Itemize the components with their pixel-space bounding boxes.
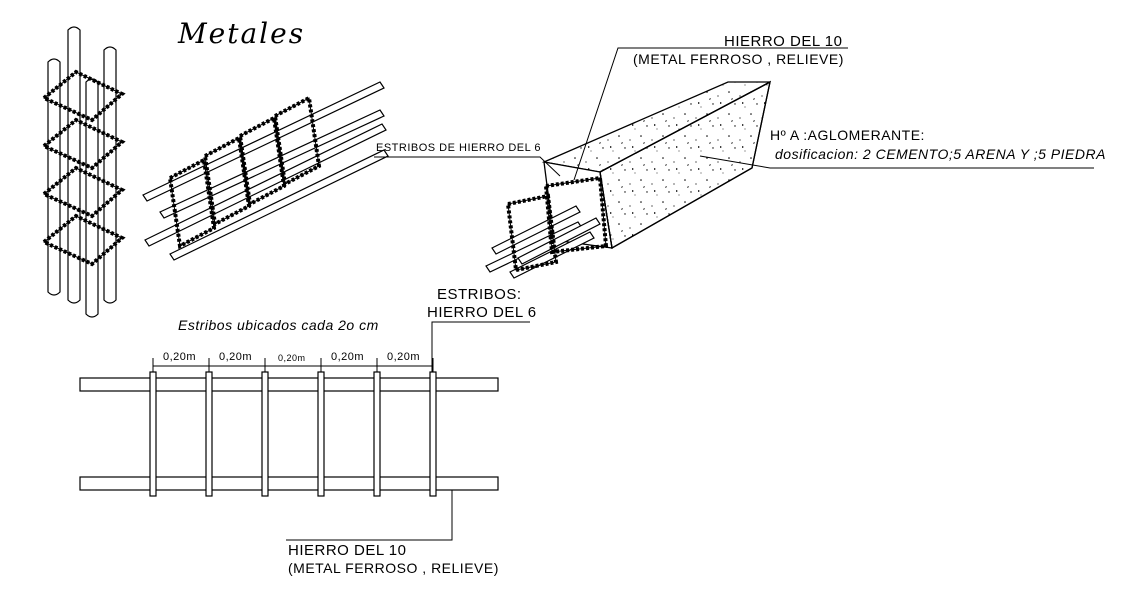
horizontal-rebar-cage [142,81,389,261]
leader-lines [286,47,1094,541]
bottom-callout-line2: (METAL FERROSO , RELIEVE) [288,560,499,576]
plan-view [79,358,499,497]
plan-stirrups-callout-line2: HIERRO DEL 6 [427,304,537,321]
plan-bar-top [79,377,499,392]
spacing-label-1: 0,20m [163,351,197,363]
drawing-title: Metales [178,17,306,50]
plan-stirrups-callout-line1: ESTRIBOS: [437,286,522,303]
column-top-callout-line2: (METAL FERROSO , RELIEVE) [633,51,844,67]
spacing-note: Estribos ubicados cada 2o cm [178,317,379,333]
column-top-callout-line1: HIERRO DEL 10 [724,33,843,50]
spacing-label-3: 0,20m [278,353,306,363]
spacing-label-4: 0,20m [331,351,365,363]
dimension-line [152,358,434,372]
spacing-label-2: 0,20m [219,351,253,363]
bottom-callout-line1: HIERRO DEL 10 [288,542,407,559]
concrete-callout-line1: Hº A :AGLOMERANTE: [770,127,925,143]
vertical-rebar-cage [40,26,126,318]
beam-exposed-rebar [485,175,609,279]
concrete-callout-line2: dosificacion: 2 CEMENTO;5 ARENA Y ;5 PIE… [775,146,1106,162]
stirrups-callout: ESTRIBOS DE HIERRO DEL 6 [376,142,542,154]
spacing-label-5: 0,20m [387,351,421,363]
plan-bar-bottom [79,476,499,491]
